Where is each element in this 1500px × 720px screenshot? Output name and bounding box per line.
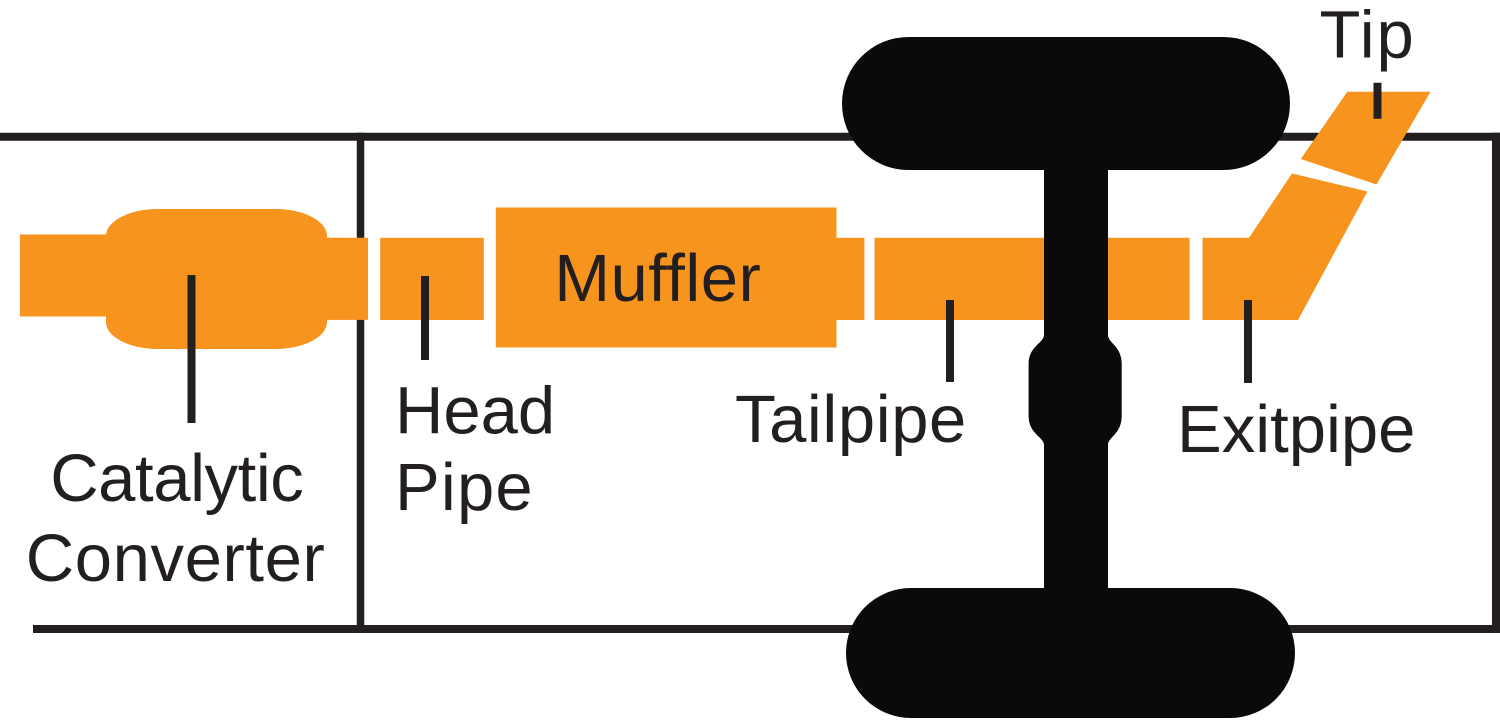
- svg-text:Tailpipe: Tailpipe: [735, 382, 966, 457]
- svg-text:Exitpipe: Exitpipe: [1177, 392, 1415, 467]
- svg-text:Muffler: Muffler: [554, 241, 761, 316]
- svg-text:Pipe: Pipe: [395, 450, 533, 525]
- svg-text:Head: Head: [395, 373, 555, 448]
- svg-text:Tip: Tip: [1319, 0, 1413, 72]
- svg-text:Catalytic: Catalytic: [50, 441, 304, 516]
- svg-text:Converter: Converter: [26, 521, 325, 596]
